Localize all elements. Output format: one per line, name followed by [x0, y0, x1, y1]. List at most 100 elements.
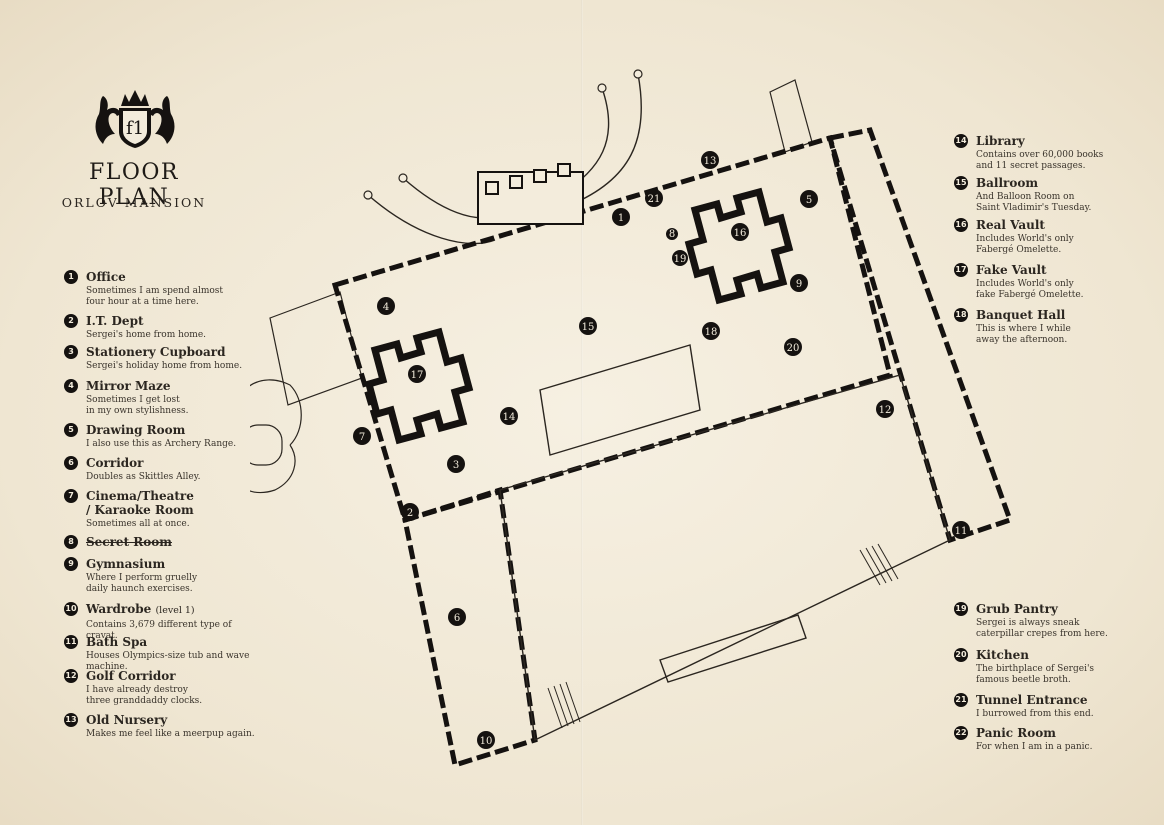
legend-entry: 3 Stationery Cupboard Sergei's holiday h… — [64, 345, 264, 379]
room-number-badge: 4 — [64, 379, 78, 393]
room-number-badge: 20 — [954, 648, 968, 662]
room-number-badge: 1 — [64, 270, 78, 284]
room-name: Gymnasium — [86, 557, 166, 571]
marker-12: 12 — [876, 400, 894, 418]
room-number-badge: 3 — [64, 345, 78, 359]
room-number-badge: 21 — [954, 693, 968, 707]
room-description: Contains 3,679 different type of cravat. — [86, 620, 232, 641]
room-description: Houses Olympics-size tub and wave machin… — [86, 651, 250, 672]
room-number-badge: 7 — [64, 489, 78, 503]
room-number-badge: 22 — [954, 726, 968, 740]
marker-14: 14 — [500, 407, 518, 425]
svg-text:11: 11 — [955, 526, 968, 537]
marker-18: 18 — [702, 322, 720, 340]
legend-entry: 6 Corridor Doubles as Skittles Alley. — [64, 456, 264, 489]
svg-text:21: 21 — [648, 194, 661, 205]
room-name: Real Vault — [976, 218, 1045, 232]
north-portico — [477, 163, 584, 225]
crest-monogram: f1 — [126, 118, 144, 139]
room-name: Tunnel Entrance — [976, 693, 1088, 707]
room-name: Banquet Hall — [976, 308, 1066, 322]
room-name-struck: Secret Room — [86, 535, 172, 549]
svg-text:7: 7 — [359, 432, 365, 443]
marker-6: 6 — [448, 608, 466, 626]
svg-text:5: 5 — [806, 195, 812, 206]
room-name: I.T. Dept — [86, 314, 144, 328]
building-walls — [331, 127, 1014, 769]
room-name: Stationery Cupboard — [86, 345, 226, 359]
room-number-badge: 11 — [64, 635, 78, 649]
room-number-badge: 14 — [954, 134, 968, 148]
marker-4: 4 — [377, 297, 395, 315]
floor-plan: 1 2 3 4 5 6 7 8 9 10 11 12 13 14 15 16 1… — [250, 69, 1014, 769]
marker-5: 5 — [800, 190, 818, 208]
marker-7: 7 — [353, 427, 371, 445]
room-name: Drawing Room — [86, 423, 186, 437]
legend-entry: 8 Secret Room — [64, 535, 264, 557]
marker-11: 11 — [952, 521, 970, 539]
svg-text:2: 2 — [407, 508, 413, 519]
page-fold — [581, 0, 583, 825]
svg-text:18: 18 — [705, 327, 718, 338]
svg-text:9: 9 — [796, 279, 802, 290]
legend-entry: 22 Panic Room For when I am in a panic. — [954, 726, 1154, 756]
driveway-posts — [363, 69, 643, 200]
svg-text:8: 8 — [669, 229, 675, 240]
marker-20: 20 — [784, 338, 802, 356]
svg-text:1: 1 — [618, 213, 624, 224]
marker-2: 2 — [401, 503, 419, 521]
room-name: Ballroom — [976, 176, 1039, 190]
svg-text:20: 20 — [787, 343, 800, 354]
room-number-badge: 9 — [64, 557, 78, 571]
marker-17: 17 — [408, 365, 426, 383]
courtyard — [499, 344, 951, 742]
room-note: (level 1) — [155, 605, 195, 616]
room-number-badge: 13 — [64, 713, 78, 727]
room-number-badge: 16 — [954, 218, 968, 232]
west-terrace — [269, 291, 363, 406]
room-number-badge: 12 — [64, 669, 78, 683]
room-name: Old Nursery — [86, 713, 168, 727]
room-description: Sometimes all at once. — [86, 519, 190, 529]
room-number-badge: 6 — [64, 456, 78, 470]
legend-entry: 7 Cinema/Theatre / Karaoke Room Sometime… — [64, 489, 264, 535]
room-description: For when I am in a panic. — [976, 742, 1093, 752]
room-number-badge: 10 — [64, 602, 78, 616]
room-name: Panic Room — [976, 726, 1056, 740]
room-number-badge: 5 — [64, 423, 78, 437]
svg-text:15: 15 — [582, 322, 595, 333]
svg-text:3: 3 — [453, 460, 459, 471]
svg-text:4: 4 — [383, 302, 389, 313]
svg-text:17: 17 — [411, 370, 424, 381]
room-number-badge: 8 — [64, 535, 78, 549]
room-name-line2: / Karaoke Room — [86, 503, 194, 517]
room-name: Wardrobe (level 1) — [86, 602, 195, 616]
room-description: Doubles as Skittles Alley. — [86, 472, 201, 482]
marker-15: 15 — [579, 317, 597, 335]
svg-text:12: 12 — [879, 405, 892, 416]
marker-16: 16 — [731, 223, 749, 241]
marker-13: 13 — [701, 151, 719, 169]
marker-9: 9 — [790, 274, 808, 292]
room-number-badge: 2 — [64, 314, 78, 328]
